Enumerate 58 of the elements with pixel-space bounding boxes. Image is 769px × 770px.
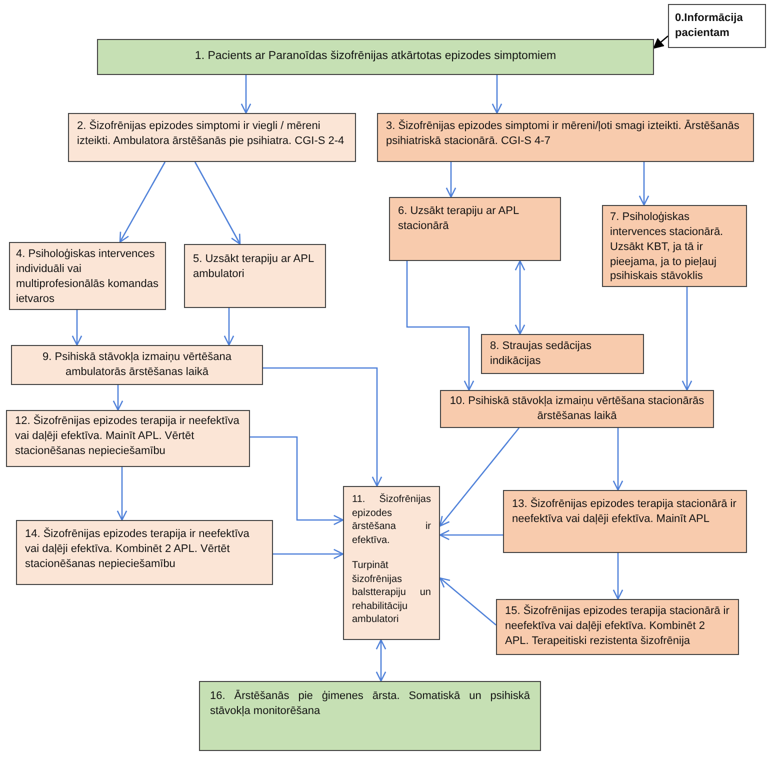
arrow xyxy=(112,385,124,411)
arrow xyxy=(119,162,166,243)
node-text: 4. Psiholoģiskas intervences individuāli vai multiprofesionālās komandas ietvaros xyxy=(16,247,159,306)
arrow xyxy=(273,548,344,560)
arrow xyxy=(263,367,382,487)
arrow xyxy=(439,428,520,527)
node-text: 8. Straujas sedācijas indikācijas xyxy=(490,339,592,369)
node-text: 11. Šizofrēnijas epizodes ārstēšana ir efektīva. xyxy=(352,493,431,547)
node-text: Turpināt šizofrēnijas balstterapiju un rehabilitāciju ambulatori xyxy=(352,559,431,626)
process-box xyxy=(9,242,166,310)
node-text: 3. Šizofrēnijas epizodes simptomi ir mēreni/ļoti smagi izteikti. Ārstēšanās psihiatriskā stacionārā. CGI-S 4-7 xyxy=(386,119,740,149)
arrow xyxy=(224,308,234,346)
arrow xyxy=(406,261,474,391)
arrow xyxy=(638,162,650,206)
process-box xyxy=(97,39,654,75)
process-box xyxy=(199,681,541,751)
arrow xyxy=(446,162,456,198)
process-box xyxy=(377,113,754,162)
arrow xyxy=(376,639,386,682)
node-text: 12. Šizofrēnijas epizodes terapija ir neefektīva vai daļēji efektīva. Mainīt APL. Vērtēt stacionēšanas nepieciešamību xyxy=(15,414,240,459)
node-text: 10. Psihiskā stāvokļa izmaiņu vērtēšana stacionārās ārstēšanas laikā xyxy=(448,394,706,424)
arrow xyxy=(439,577,496,626)
node-text: 14. Šizofrēnijas epizodes terapija ir neefektīva vai daļēji efektīva. Kombinēt 2 APL. Vērtēt stacionēšanas nepieciešamību xyxy=(25,527,250,572)
arrow xyxy=(116,467,128,521)
arrow xyxy=(250,436,344,526)
process-box xyxy=(440,390,714,428)
arrow xyxy=(514,260,526,335)
process-box xyxy=(184,244,326,308)
process-box xyxy=(6,410,250,467)
node-text: 9. Psihiskā stāvokļa izmaiņu vērtēšana ambulatorās ārstēšanas laikā xyxy=(42,350,232,380)
node-text: 13. Šizofrēnijas epizodes terapija stacionārā ir neefektīva vai daļēji efektīva. Mainīt APL xyxy=(512,497,738,527)
arrow xyxy=(72,310,82,346)
process-box xyxy=(389,197,561,261)
arrow xyxy=(682,287,692,391)
node-text: 7. Psiholoģiskas intervences stacionārā. Uzsākt KBT, ja tā ir pieejama, ja to pieļauj psihiskais stāvoklis xyxy=(610,210,724,284)
process-box xyxy=(481,334,644,374)
arrow xyxy=(492,75,502,114)
arrow xyxy=(612,428,624,491)
arrow xyxy=(240,75,252,114)
process-box xyxy=(68,113,356,162)
node-text: 1. Pacients ar Paranoīdas šizofrēnijas atkārtotas epizodes simptomiem xyxy=(194,49,558,64)
process-box xyxy=(602,205,747,287)
node-text: 5. Uzsākt terapiju ar APL ambulatori xyxy=(193,252,315,282)
arrow xyxy=(612,553,624,600)
process-box xyxy=(16,520,273,585)
node-text: 16. Ārstēšanās pie ģimenes ārsta. Somatiskā un psihiskā stāvokļa monitorēšana xyxy=(210,689,530,719)
process-box xyxy=(496,599,739,655)
process-box xyxy=(11,345,263,385)
arrow xyxy=(653,36,668,49)
process-box xyxy=(343,486,440,640)
process-box xyxy=(503,490,747,553)
arrow xyxy=(439,530,503,540)
node-text: 0.Informācija pacientam xyxy=(675,11,744,41)
node-text: 15. Šizofrēnijas epizodes terapija stacionārā ir neefektīva vai daļēji efektīva. Kombinēt 2 APL. Terapeitiski rezistenta šizofrēnija xyxy=(505,604,730,649)
arrow xyxy=(194,162,241,245)
node-text: 6. Uzsākt terapiju ar APL stacionārā xyxy=(398,204,520,234)
node-text: 2. Šizofrēnijas epizodes simptomi ir viegli / mēreni izteikti. Ambulatora ārstēšanās pie psihiatra. CGI-S 2-4 xyxy=(77,119,346,149)
process-box xyxy=(668,4,766,48)
